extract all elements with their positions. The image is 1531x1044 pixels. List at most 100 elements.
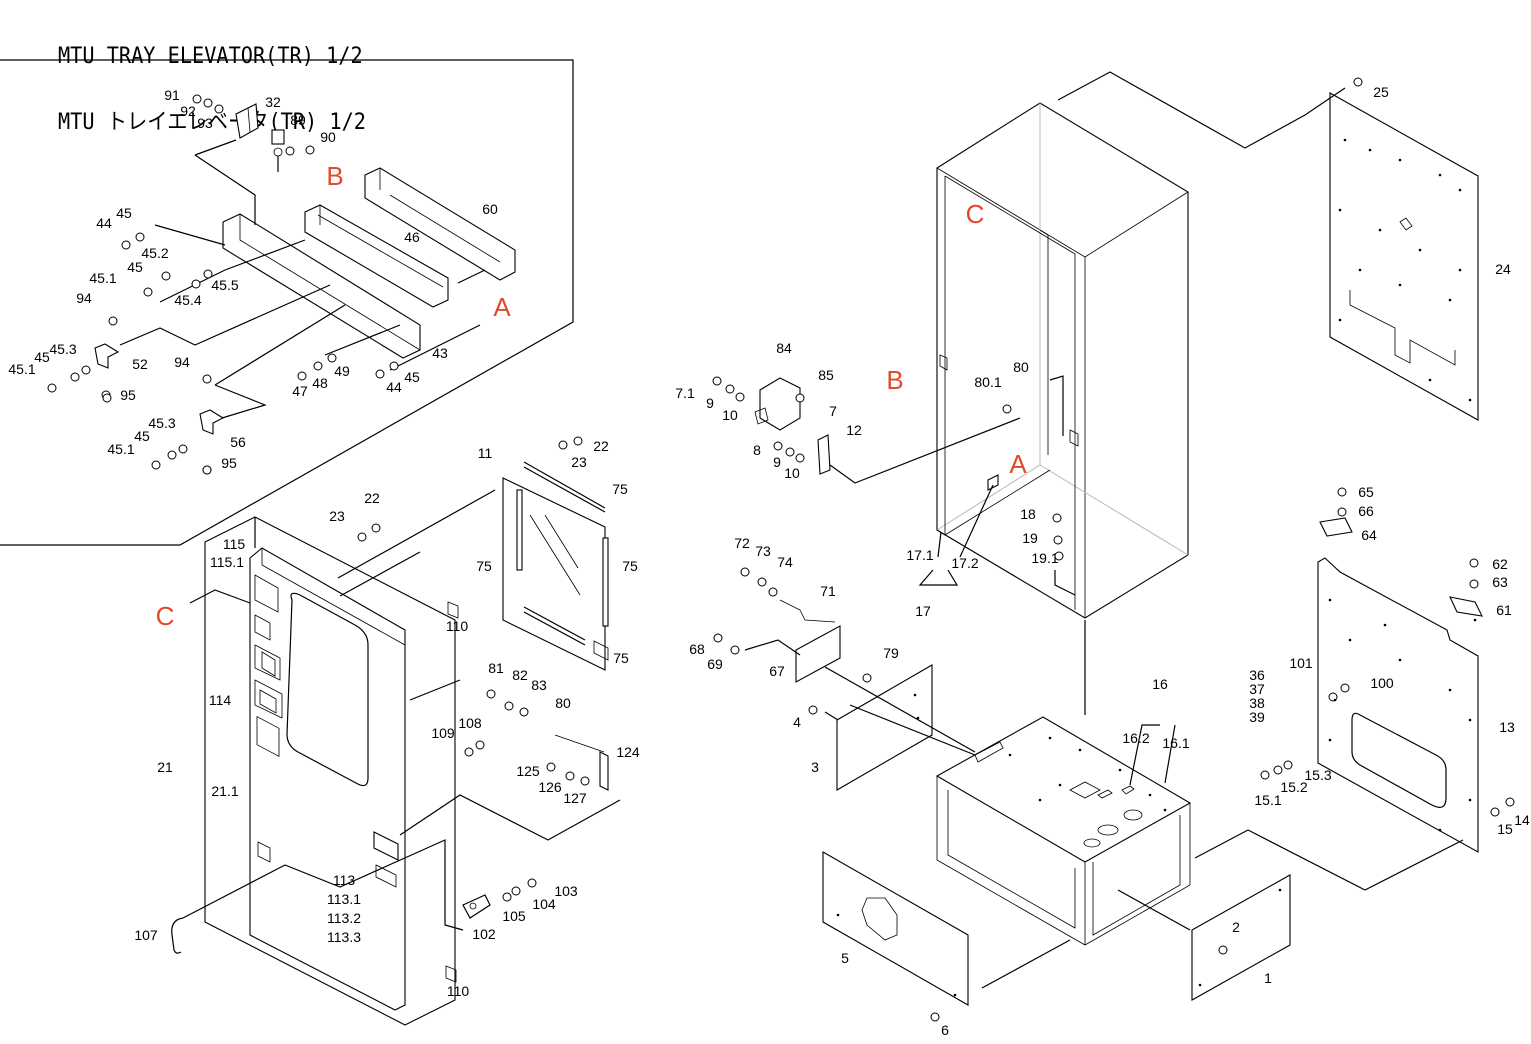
door-bracket-115 <box>256 716 280 757</box>
part-label-10: 10 <box>784 465 800 481</box>
fastener-icon <box>527 878 537 888</box>
mounting-hole <box>1398 658 1402 662</box>
fastener-icon <box>580 776 590 786</box>
mounting-hole <box>1438 173 1442 177</box>
mounting-hole <box>1398 158 1402 162</box>
fastener-icon <box>47 383 57 393</box>
part-label-66: 66 <box>1358 503 1374 519</box>
mounting-hole <box>916 716 920 720</box>
part-label-39: 39 <box>1249 709 1265 725</box>
fastener-icon <box>1340 683 1350 693</box>
mounting-hole <box>1338 208 1342 212</box>
part-label-18: 18 <box>1020 506 1036 522</box>
fastener-icon <box>464 747 474 757</box>
part-label-17-2: 17.2 <box>951 555 978 571</box>
part-label-7-1: 7.1 <box>675 385 695 401</box>
fastener-icon <box>730 645 740 655</box>
side-panel-13 <box>1317 557 1479 853</box>
reference-letter-b: B <box>326 161 343 191</box>
fastener-icon <box>192 94 202 104</box>
part-label-102: 102 <box>472 926 496 942</box>
part-label-113-1: 113.1 <box>327 891 361 907</box>
part-label-19: 19 <box>1022 530 1038 546</box>
fastener-icon <box>504 701 514 711</box>
part-label-11: 11 <box>478 445 493 461</box>
mounting-hole <box>1378 228 1382 232</box>
mounting-hole <box>1008 753 1012 757</box>
part-label-75: 75 <box>476 558 492 574</box>
part-label-89: 89 <box>290 112 306 128</box>
part-label-113-2: 113.2 <box>327 910 361 926</box>
fastener-icon <box>305 145 315 155</box>
mounting-hole <box>1468 398 1472 402</box>
part-label-45-5: 45.5 <box>211 277 238 293</box>
fastener-icon <box>565 771 575 781</box>
fastener-icon <box>357 532 367 542</box>
part-label-45: 45 <box>34 349 50 365</box>
fastener-icon <box>203 269 213 279</box>
part-label-75: 75 <box>612 481 628 497</box>
mounting-hole <box>1118 768 1122 772</box>
reference-letter-a: A <box>493 292 511 322</box>
fastener-icon <box>785 447 795 457</box>
fastener-icon <box>297 371 307 381</box>
fastener-icon <box>768 587 778 597</box>
part-label-115: 115 <box>223 536 246 552</box>
label-plate-113 <box>373 831 399 861</box>
part-label-92: 92 <box>180 103 196 119</box>
fastener-icon <box>1218 945 1228 955</box>
title-line-english: MTU TRAY ELEVATOR(TR) 1/2 <box>58 44 363 69</box>
handle-107 <box>171 917 184 954</box>
fastener-icon <box>740 567 750 577</box>
mounting-hole <box>1338 318 1342 322</box>
part-label-94: 94 <box>174 354 190 370</box>
fastener-icon <box>862 673 872 683</box>
door-window-opening <box>286 592 369 787</box>
mounting-hole <box>1078 748 1082 752</box>
part-label-16: 16 <box>1152 676 1168 692</box>
fastener-icon <box>735 392 745 402</box>
fastener-icon <box>375 369 385 379</box>
part-label-45: 45 <box>116 205 132 221</box>
bracket-56 <box>199 409 225 435</box>
part-label-15-1: 15.1 <box>1254 792 1281 808</box>
mounting-hole <box>1348 638 1352 642</box>
part-label-71: 71 <box>820 583 836 599</box>
part-label-8: 8 <box>753 442 761 458</box>
part-label-15: 15 <box>1497 821 1513 837</box>
part-label-49: 49 <box>334 363 350 379</box>
mounting-hole <box>836 913 840 917</box>
part-label-45-1: 45.1 <box>89 270 116 286</box>
fastener-icon <box>203 98 213 108</box>
part-label-2: 2 <box>1232 919 1240 935</box>
part-label-45: 45 <box>134 428 150 444</box>
mounting-hole <box>1418 248 1422 252</box>
part-label-115-1: 115.1 <box>210 554 244 570</box>
part-label-114: 114 <box>209 692 232 708</box>
part-label-16-2: 16.2 <box>1122 730 1149 746</box>
fastener-icon <box>1002 404 1012 414</box>
part-label-37: 37 <box>1249 681 1265 697</box>
fastener-icon <box>143 287 153 297</box>
fastener-icon <box>546 762 556 772</box>
fastener-icon <box>475 740 485 750</box>
part-label-23: 23 <box>571 454 587 470</box>
fastener-icon <box>1283 760 1293 770</box>
fastener-icon <box>191 279 201 289</box>
mounting-hole <box>1038 798 1042 802</box>
fastener-icon <box>1273 765 1283 775</box>
fastener-icon <box>795 453 805 463</box>
bracket-67 <box>795 625 841 683</box>
fastener-icon <box>121 240 131 250</box>
part-label-52: 52 <box>132 356 148 372</box>
mounting-hole <box>1058 783 1062 787</box>
part-label-32: 32 <box>265 94 281 110</box>
bracket-64 <box>1319 517 1353 537</box>
part-label-23: 23 <box>329 508 345 524</box>
part-label-43: 43 <box>432 345 448 361</box>
part-label-9: 9 <box>773 454 781 470</box>
part-label-19-1: 19.1 <box>1031 550 1058 566</box>
part-label-110: 110 <box>446 618 469 634</box>
part-label-110: 110 <box>447 983 470 999</box>
part-label-45-2: 45.2 <box>141 245 168 261</box>
